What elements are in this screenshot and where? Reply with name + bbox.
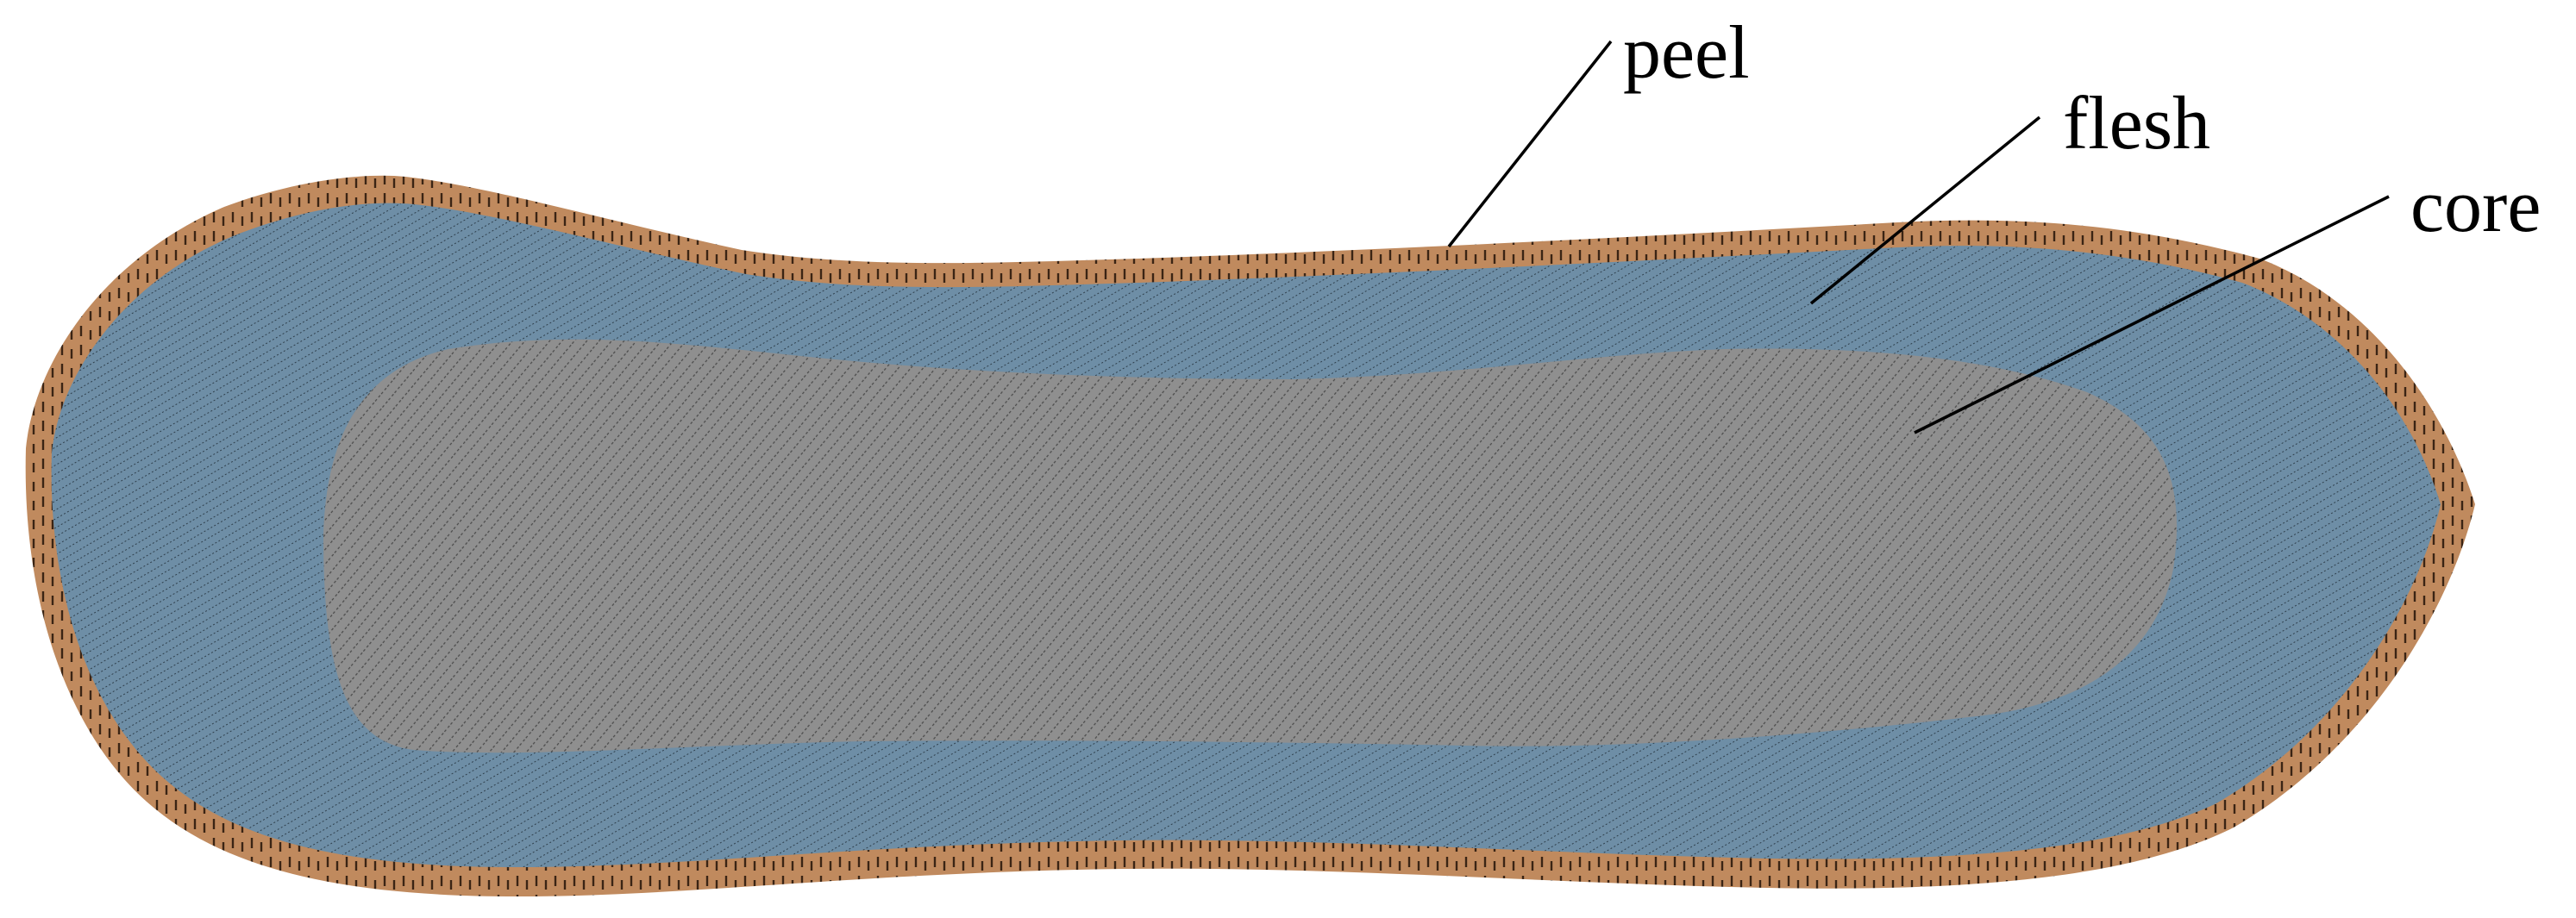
core-leader-line (1914, 195, 2390, 434)
flesh-leader-line (1809, 116, 2041, 305)
core-label: core (2410, 165, 2541, 248)
peel-leader-line (1447, 40, 1613, 248)
flesh-label: flesh (2063, 82, 2210, 165)
peel-label: peel (1623, 11, 1750, 95)
core-layer (323, 339, 2178, 753)
